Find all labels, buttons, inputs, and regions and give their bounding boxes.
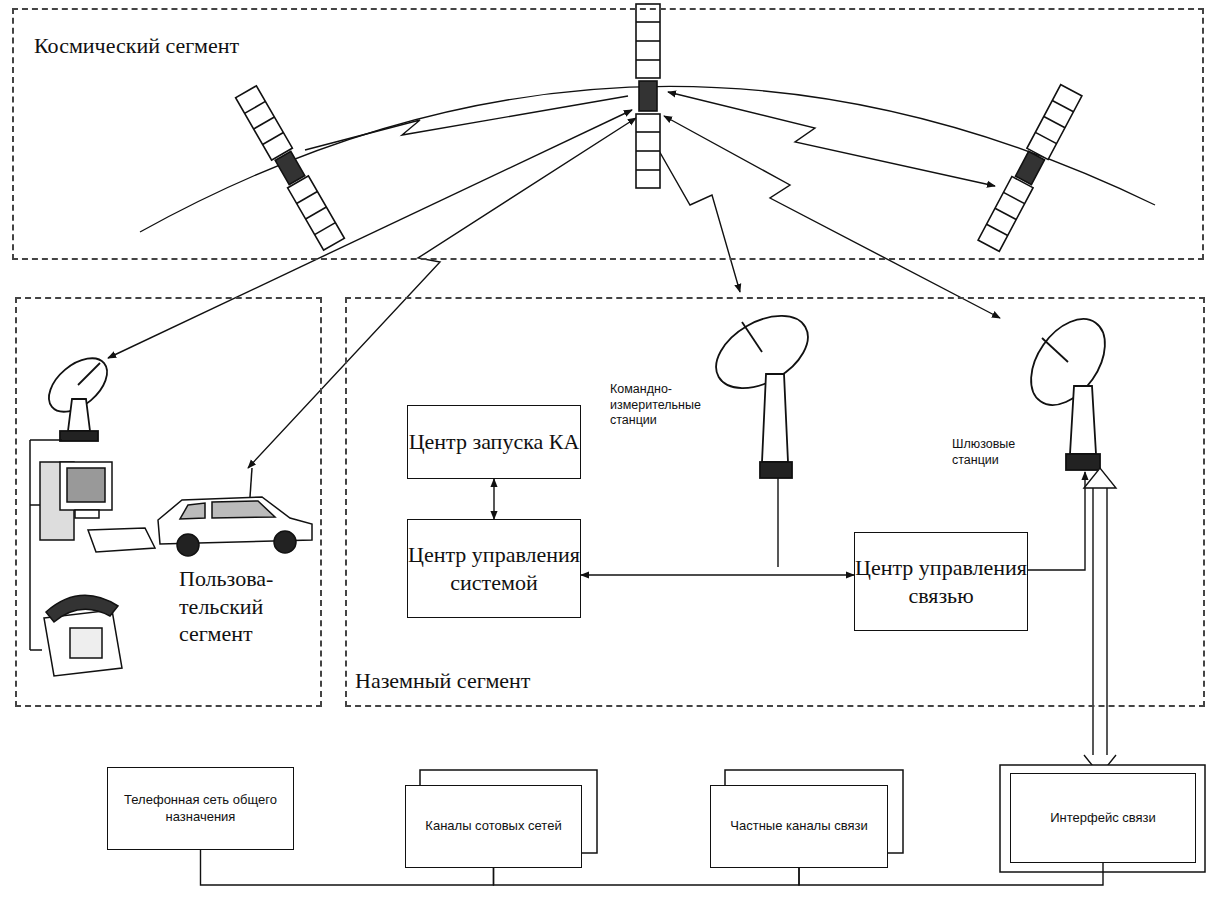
box-label: Интерфейс связи (1050, 810, 1156, 827)
satellite (236, 4, 1082, 251)
box-label: Каналы сотовых сетей (425, 818, 561, 835)
station-label: Командно- измерительные станции (610, 382, 722, 429)
process-box: Центр управления связью (854, 532, 1028, 631)
network-box: Частные каналы связи (710, 785, 888, 868)
connector (581, 574, 854, 575)
station-label: Шлюзовые станции (952, 437, 1028, 468)
segment-title: Пользова- тельский сегмент (179, 565, 317, 648)
box-label: Центр запуска КА (409, 428, 580, 456)
process-box: Центр запуска КА (407, 405, 581, 479)
box-label: Центр управления связью (855, 554, 1027, 609)
segment-title: Наземный сегмент (355, 667, 675, 695)
interface-box: Интерфейс связи (1010, 773, 1196, 863)
box-label: Частные каналы связи (730, 818, 867, 835)
ground-links (778, 468, 1116, 775)
connector (494, 868, 800, 885)
segment-title: Космический сегмент (34, 32, 434, 60)
network-box: Телефонная сеть общего назначения (107, 767, 294, 850)
network-box: Каналы сотовых сетей (405, 785, 582, 868)
ground-segment: Наземный сегмент Центр запуска КА Центр уп… (345, 297, 1205, 707)
user-equipment (30, 440, 312, 676)
space-segment: Космический сегмент (12, 8, 1204, 260)
user-segment: Пользова- тельский сегмент (15, 297, 322, 707)
dish-antenna (39, 301, 1120, 478)
box-label: Телефонная сеть общего назначения (114, 792, 287, 826)
box-label: Центр управления системой (408, 541, 580, 596)
connector (493, 479, 494, 519)
process-box: Центр управления системой (407, 519, 581, 618)
